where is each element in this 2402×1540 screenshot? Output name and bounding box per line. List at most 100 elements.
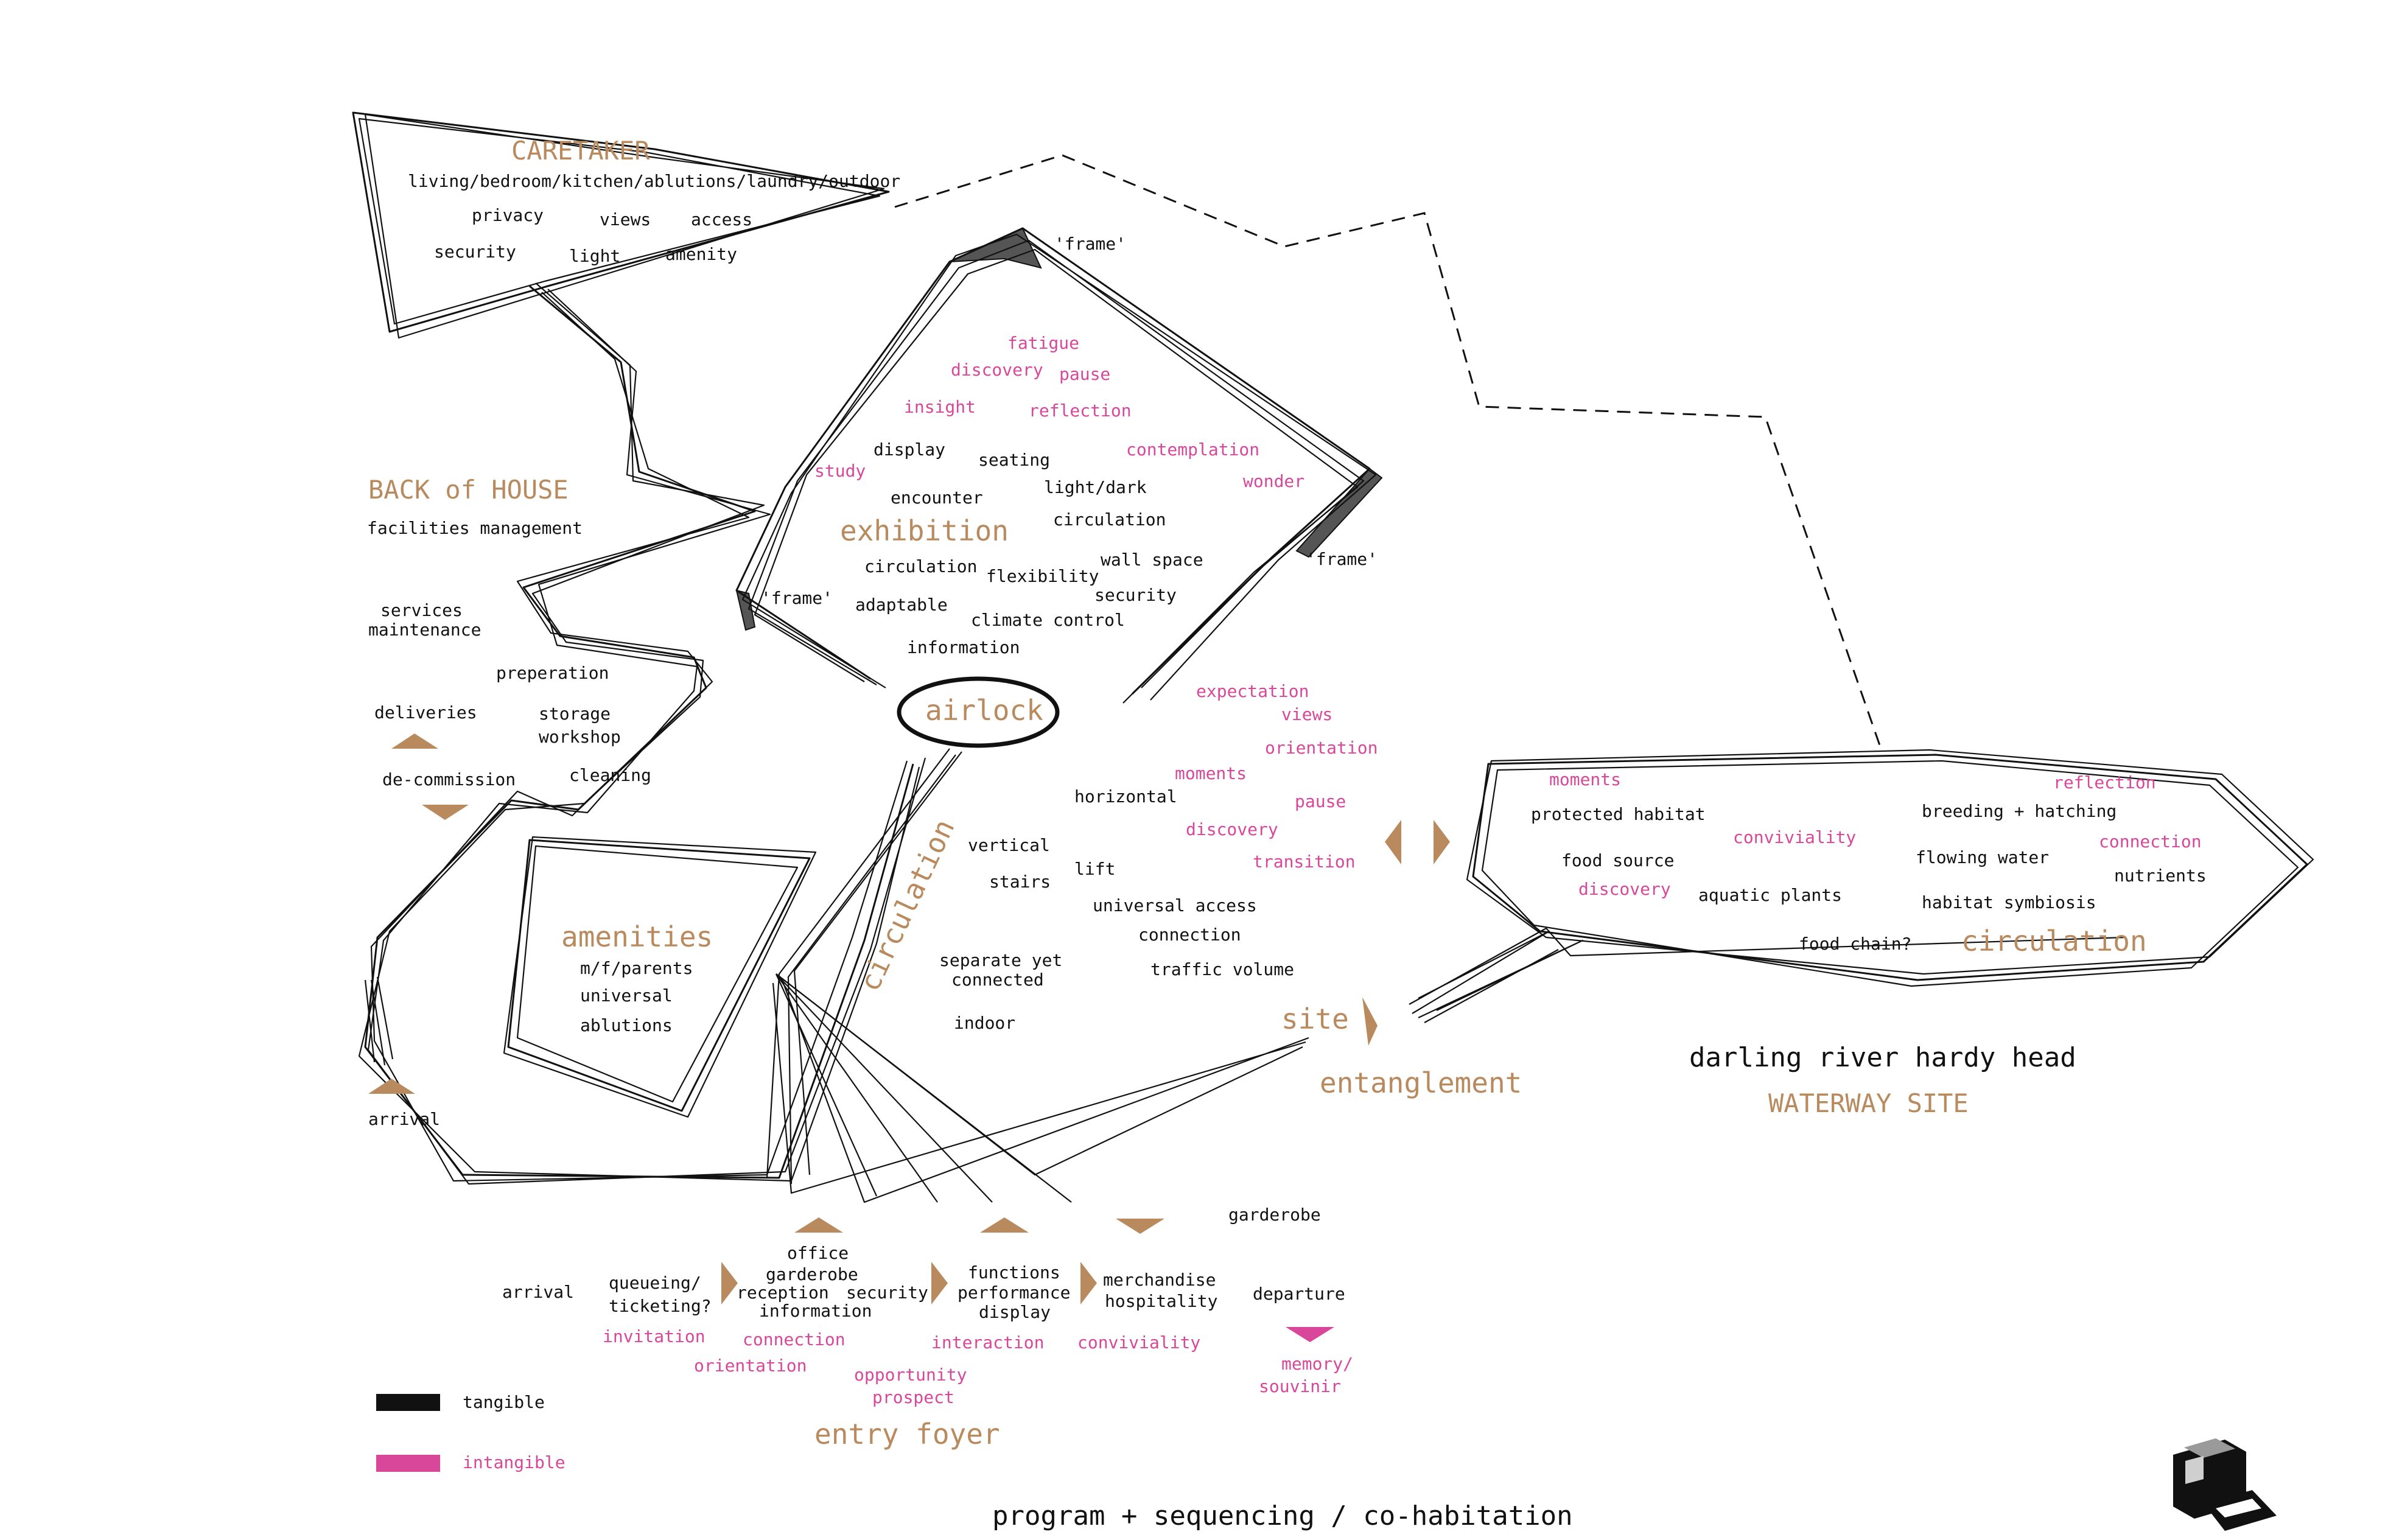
- label: storage: [539, 704, 611, 724]
- label: conviviality: [1733, 827, 1856, 847]
- label: study: [814, 461, 866, 481]
- label: orientation: [1265, 738, 1378, 758]
- label: protected habitat: [1531, 804, 1706, 824]
- label: discovery: [1186, 819, 1278, 839]
- label: transition: [1253, 852, 1356, 872]
- back-of-house-lines: [358, 282, 926, 1185]
- entry-foyer-title: entry foyer: [814, 1418, 1000, 1451]
- label: facilities management: [367, 518, 583, 538]
- legend-swatch-tangible: [376, 1394, 440, 1411]
- label: food source: [1561, 850, 1674, 870]
- dashed-connection-line: [894, 154, 1882, 749]
- label: circulation: [1053, 509, 1166, 530]
- label: pause: [1059, 364, 1110, 384]
- label: connected: [951, 970, 1044, 990]
- label: horizontal: [1074, 786, 1177, 807]
- label: connection: [1138, 925, 1241, 945]
- label: garderobe: [1228, 1205, 1321, 1225]
- site-title: site: [1281, 1003, 1349, 1035]
- label: memory/: [1281, 1354, 1353, 1374]
- legend-swatch-intangible: [376, 1455, 440, 1472]
- exhibition-title: exhibition: [840, 514, 1009, 547]
- label: deliveries: [374, 702, 477, 723]
- caretaker-outline: [352, 111, 890, 339]
- label: connection: [743, 1329, 846, 1349]
- arrow-right-icon: [1362, 997, 1378, 1046]
- arrow-right-icon: [931, 1262, 948, 1304]
- airlock-ellipse: [897, 676, 1060, 748]
- label: opportunity: [854, 1365, 967, 1385]
- label: conviviality: [1077, 1332, 1200, 1353]
- label: display: [874, 439, 945, 460]
- label: aquatic plants: [1698, 885, 1842, 905]
- label: cleaning: [569, 765, 651, 785]
- label: privacy: [472, 205, 544, 225]
- label: expectation: [1196, 681, 1309, 701]
- label: departure: [1253, 1284, 1345, 1304]
- label: stairs: [989, 872, 1051, 892]
- label: information: [907, 637, 1020, 657]
- label: lift: [1074, 859, 1115, 879]
- caretaker-title: CARETAKER: [511, 136, 650, 166]
- label: preperation: [496, 663, 609, 683]
- label: nutrients: [2114, 866, 2207, 886]
- label: security: [846, 1283, 928, 1303]
- arrow-down-icon: [1116, 1219, 1164, 1234]
- label: garderobe: [766, 1264, 858, 1284]
- label: food chain?: [1799, 934, 1911, 954]
- label: fatigue: [1007, 333, 1079, 353]
- label: amenity: [665, 244, 737, 264]
- label: universal access: [1093, 895, 1257, 915]
- label: light: [569, 246, 620, 266]
- label: security: [434, 242, 516, 262]
- label: ablutions: [580, 1015, 673, 1035]
- legend-intangible-label: intangible: [463, 1452, 565, 1472]
- arrow-right-icon: [1434, 820, 1450, 864]
- label: merchandise: [1103, 1270, 1216, 1290]
- arrow-right-icon: [721, 1262, 738, 1304]
- legend-tangible-label: tangible: [463, 1392, 545, 1412]
- back-of-house-title: BACK of HOUSE: [368, 475, 569, 505]
- arrival-lines: [364, 976, 394, 1066]
- label: information: [759, 1301, 872, 1321]
- waterway-name: darling river hardy head: [1689, 1042, 2076, 1073]
- label: flexibility: [986, 566, 1099, 586]
- label: security: [1094, 585, 1177, 605]
- label: discovery: [1578, 879, 1671, 899]
- waterway-title: WATERWAY SITE: [1768, 1088, 1969, 1118]
- label: orientation: [694, 1356, 807, 1376]
- amenities-outline: [503, 836, 817, 1118]
- label: 'frame': [1054, 234, 1126, 254]
- label: reflection: [2053, 772, 2156, 793]
- label: 'frame': [1306, 549, 1378, 569]
- arrow-down-icon: [1286, 1327, 1334, 1342]
- label: performance: [958, 1283, 1070, 1303]
- label: interaction: [931, 1332, 1044, 1353]
- label: circulation: [1961, 925, 2147, 957]
- waterway-outline: [1409, 749, 2314, 1023]
- label: access: [691, 209, 752, 229]
- sequence-arrows: [368, 733, 1450, 1342]
- exhibition-outline: [735, 227, 1383, 704]
- amenities-title: amenities: [561, 920, 713, 953]
- label: insight: [904, 397, 976, 417]
- label: seating: [978, 450, 1050, 470]
- label: souvinir: [1259, 1376, 1341, 1396]
- label: ticketing?: [609, 1296, 712, 1316]
- label: indoor: [954, 1013, 1015, 1033]
- arrow-right-icon: [1080, 1262, 1097, 1304]
- label: invitation: [603, 1326, 706, 1346]
- label: de-commission: [382, 769, 516, 789]
- label: light/dark: [1044, 477, 1147, 497]
- arrow-up-icon: [794, 1217, 843, 1233]
- label: workshop: [539, 727, 621, 747]
- label: contemplation: [1126, 439, 1259, 460]
- camera-logo-icon: [2173, 1438, 2277, 1531]
- airlock-label: airlock: [925, 694, 1043, 727]
- label: 'frame': [761, 588, 833, 608]
- circulation-lines: [766, 748, 1309, 1203]
- label: services: [380, 600, 463, 620]
- label: views: [1281, 704, 1332, 724]
- label: universal: [580, 985, 673, 1006]
